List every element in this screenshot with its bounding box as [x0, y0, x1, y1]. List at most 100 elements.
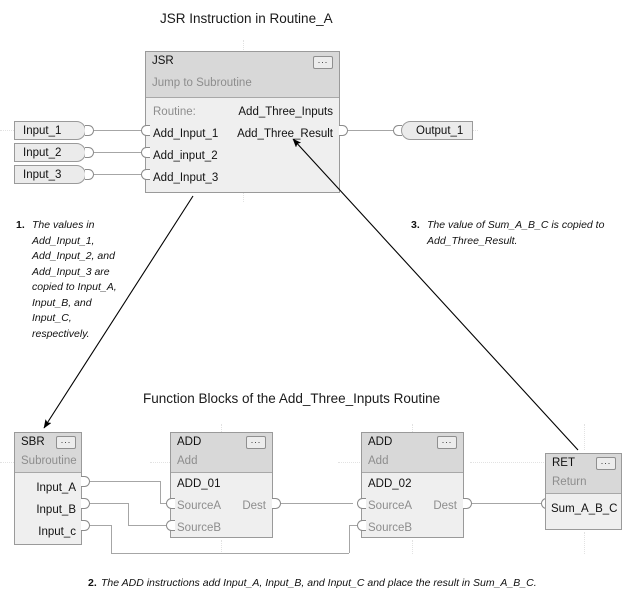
jsr-block-name: JSR: [152, 55, 174, 67]
sbr-block[interactable]: SBR Subroutine ... Input_A Input_B Input…: [14, 432, 82, 545]
add-01-block-body: ADD_01 SourceA SourceB Dest: [171, 473, 272, 537]
note-2: 2. The ADD instructions add Input_A, Inp…: [88, 576, 601, 592]
ret-input-0-label: Sum_A_B_C: [551, 503, 618, 515]
ellipsis-icon-label: ...: [600, 456, 612, 466]
jsr-pin-add-input-2[interactable]: [141, 147, 150, 158]
wire-add02dest-to-ret: [472, 503, 541, 504]
tag-pin-output[interactable]: [85, 125, 94, 136]
ellipsis-icon[interactable]: ...: [313, 56, 333, 69]
tag-pin-output[interactable]: [85, 147, 94, 158]
sbr-pin-input-c[interactable]: [81, 520, 90, 531]
sbr-output-0-label: Input_A: [36, 482, 76, 494]
wire-inputc-h3: [349, 525, 357, 526]
jsr-row-0-right: Add_Three_Inputs: [238, 106, 333, 118]
jsr-block[interactable]: JSR Jump to Subroutine ... Routine: Add_…: [145, 51, 340, 193]
ret-block-header: RET Return ...: [546, 454, 621, 494]
note-1: 1. The values in Add_Input_1, Add_Input_…: [16, 218, 127, 342]
tag-input-1[interactable]: Input_1: [14, 121, 86, 140]
sbr-output-1-label: Input_B: [36, 504, 76, 516]
jsr-row-3-left: Add_Input_3: [153, 172, 219, 184]
tag-label: Input_1: [23, 124, 62, 137]
add-01-pin-sourcea[interactable]: [166, 498, 175, 509]
ret-block[interactable]: RET Return ... Sum_A_B_C: [545, 453, 622, 530]
wire-input2-to-jsr: [94, 152, 144, 153]
tag-pin-input[interactable]: [393, 125, 402, 136]
tag-label: Output_1: [416, 124, 464, 137]
sbr-pin-input-b[interactable]: [81, 498, 90, 509]
note-1-text: The values in Add_Input_1, Add_Input_2, …: [32, 219, 117, 340]
add-02-block-header: ADD Add ...: [362, 433, 463, 473]
add-02-pin-dest[interactable]: [463, 498, 472, 509]
wire-inputc-h1: [90, 525, 111, 526]
tag-pin-output[interactable]: [85, 169, 94, 180]
add-02-pin-sourceb[interactable]: [357, 520, 366, 531]
tag-input-2[interactable]: Input_2: [14, 143, 86, 162]
sbr-block-header: SBR Subroutine ...: [15, 433, 81, 473]
note-2-text: The ADD instructions add Input_A, Input_…: [101, 577, 537, 589]
add-02-block[interactable]: ADD Add ... ADD_02 SourceA SourceB Dest: [361, 432, 464, 538]
add-01-input-1-label: SourceB: [177, 522, 222, 534]
wire-inputc-v2: [349, 525, 350, 553]
page-title-top: JSR Instruction in Routine_A: [160, 11, 333, 26]
layout-guide: [0, 130, 18, 131]
ret-block-name: RET: [552, 457, 575, 469]
add-01-block-subtitle: Add: [177, 455, 198, 467]
jsr-row-0-left: Routine:: [153, 106, 196, 118]
sbr-pin-input-a[interactable]: [81, 476, 90, 487]
layout-guide: [584, 424, 585, 450]
jsr-pin-add-input-3[interactable]: [141, 169, 150, 180]
add-02-pin-sourcea[interactable]: [357, 498, 366, 509]
add-01-block-name: ADD: [177, 436, 202, 448]
arrow-note-1: [43, 195, 194, 429]
jsr-pin-add-input-1[interactable]: [141, 125, 150, 136]
add-02-instance: ADD_02: [368, 478, 412, 490]
add-01-output-0-label: Dest: [242, 500, 266, 512]
layout-guide: [584, 532, 585, 554]
ellipsis-icon[interactable]: ...: [437, 436, 457, 449]
layout-guide: [221, 540, 222, 554]
jsr-block-subtitle: Jump to Subroutine: [152, 77, 252, 89]
wire-add01dest-to-add02sourcea: [281, 503, 353, 504]
sbr-block-body: Input_A Input_B Input_c: [15, 473, 81, 544]
sbr-output-2-label: Input_c: [38, 526, 76, 538]
layout-guide: [243, 192, 244, 202]
wire-inputb-h1: [90, 503, 128, 504]
page-title-bottom: Function Blocks of the Add_Three_Inputs …: [143, 391, 441, 406]
ellipsis-icon-label: ...: [60, 435, 72, 445]
note-1-number: 1.: [16, 219, 25, 231]
arrow-note-3: [292, 138, 579, 451]
add-01-block-header: ADD Add ...: [171, 433, 272, 473]
add-02-block-name: ADD: [368, 436, 393, 448]
jsr-pin-add-three-result[interactable]: [339, 125, 348, 136]
note-3-number: 3.: [411, 219, 420, 231]
tag-label: Input_3: [23, 168, 62, 181]
note-2-number: 2.: [88, 577, 97, 589]
jsr-row-1-right: Add_Three_Result: [237, 128, 333, 140]
ellipsis-icon-label: ...: [317, 55, 329, 65]
add-02-input-1-label: SourceB: [368, 522, 413, 534]
sbr-block-subtitle: Subroutine: [21, 455, 77, 467]
ellipsis-icon[interactable]: ...: [56, 436, 76, 449]
add-01-pin-dest[interactable]: [272, 498, 281, 509]
add-02-output-0-label: Dest: [433, 500, 457, 512]
add-01-instance: ADD_01: [177, 478, 221, 490]
add-01-block[interactable]: ADD Add ... ADD_01 SourceA SourceB Dest: [170, 432, 273, 538]
ellipsis-icon[interactable]: ...: [246, 436, 266, 449]
add-01-input-0-label: SourceA: [177, 500, 222, 512]
layout-guide: [243, 40, 244, 50]
jsr-block-header: JSR Jump to Subroutine ...: [146, 52, 339, 98]
tag-input-3[interactable]: Input_3: [14, 165, 86, 184]
ret-block-subtitle: Return: [552, 476, 587, 488]
wire-input3-to-jsr: [94, 174, 144, 175]
ellipsis-icon[interactable]: ...: [596, 457, 616, 470]
jsr-row-2-left: Add_input_2: [153, 150, 218, 162]
add-02-input-0-label: SourceA: [368, 500, 413, 512]
wire-inputc-h2: [111, 553, 349, 554]
tag-output-1[interactable]: Output_1: [401, 121, 473, 140]
add-01-pin-sourceb[interactable]: [166, 520, 175, 531]
layout-guide: [0, 462, 16, 463]
layout-guide: [412, 540, 413, 554]
jsr-row-1-left: Add_Input_1: [153, 128, 219, 140]
